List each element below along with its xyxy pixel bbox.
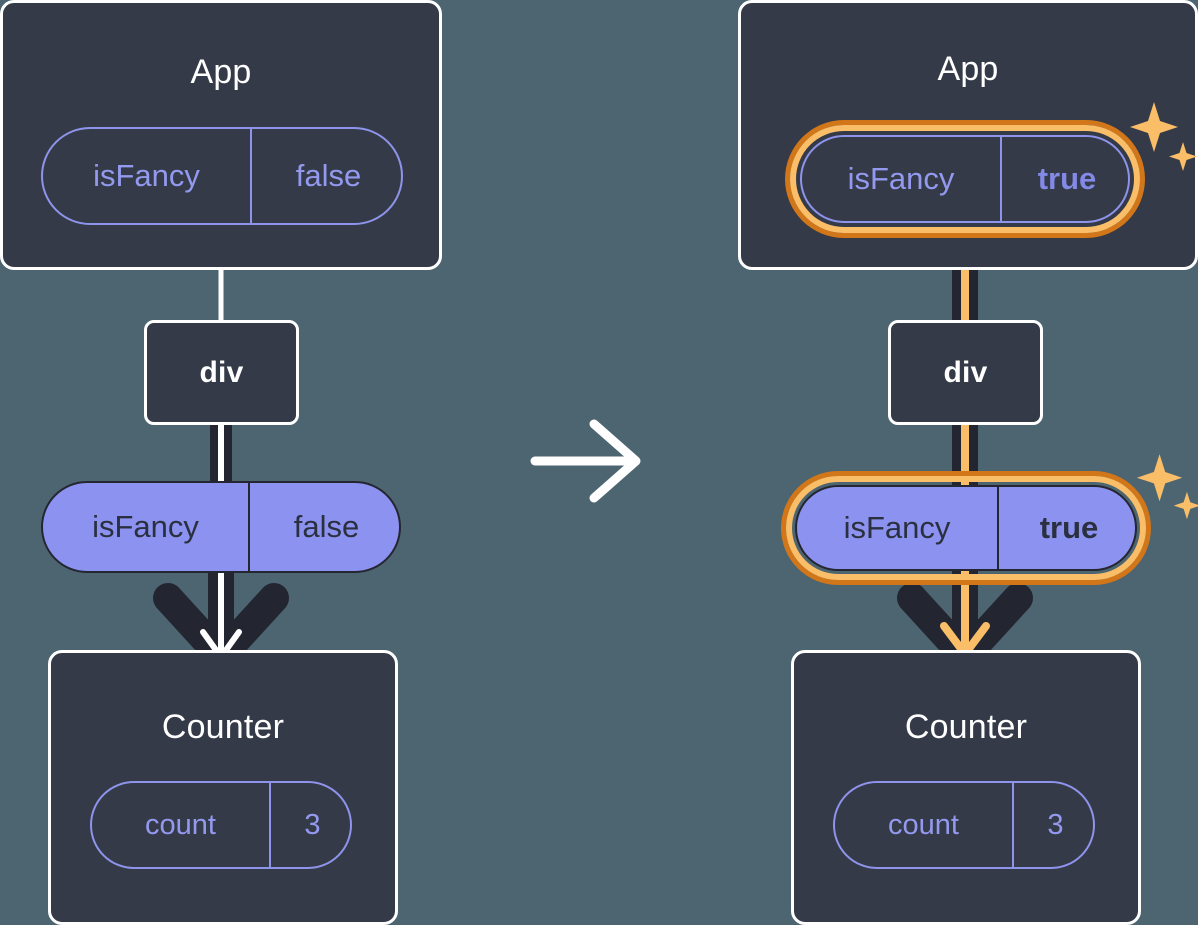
prop-pill-right: isFancy true	[795, 485, 1137, 571]
pill-value: 3	[269, 783, 354, 867]
counter-state-pill-right: count 3	[833, 781, 1095, 869]
app-title-right: App	[937, 50, 999, 88]
counter-title-right: Counter	[904, 708, 1028, 746]
arrow-right-icon	[530, 419, 641, 503]
pill-key: count	[888, 808, 959, 841]
div-box-right: div	[888, 320, 1043, 425]
pill-key: isFancy	[93, 158, 200, 193]
pill-value: false	[248, 483, 403, 571]
pill-key: isFancy	[92, 509, 199, 544]
sparkles-icon-prop-right	[1136, 454, 1198, 520]
pill-key: count	[145, 808, 216, 841]
counter-state-pill-left: count 3	[90, 781, 352, 869]
pill-key: isFancy	[843, 510, 951, 545]
div-title-right: div	[943, 356, 988, 389]
pill-key: isFancy	[847, 161, 955, 196]
counter-title-left: Counter	[161, 708, 285, 746]
div-box-left: div	[144, 320, 299, 425]
sparkles-icon-app-right	[1130, 102, 1197, 171]
app-state-pill-left: isFancy false	[41, 127, 403, 225]
pill-value: true	[997, 487, 1139, 569]
pill-value: true	[1000, 137, 1132, 221]
app-title-left: App	[190, 53, 252, 91]
arrow-down-right	[897, 565, 1033, 671]
div-title-left: div	[199, 356, 244, 389]
pill-value: false	[250, 129, 405, 223]
prop-pill-left: isFancy false	[41, 481, 401, 573]
pill-value: 3	[1012, 783, 1097, 867]
app-state-pill-right: isFancy true	[800, 135, 1130, 223]
arrow-down-left	[153, 565, 289, 671]
